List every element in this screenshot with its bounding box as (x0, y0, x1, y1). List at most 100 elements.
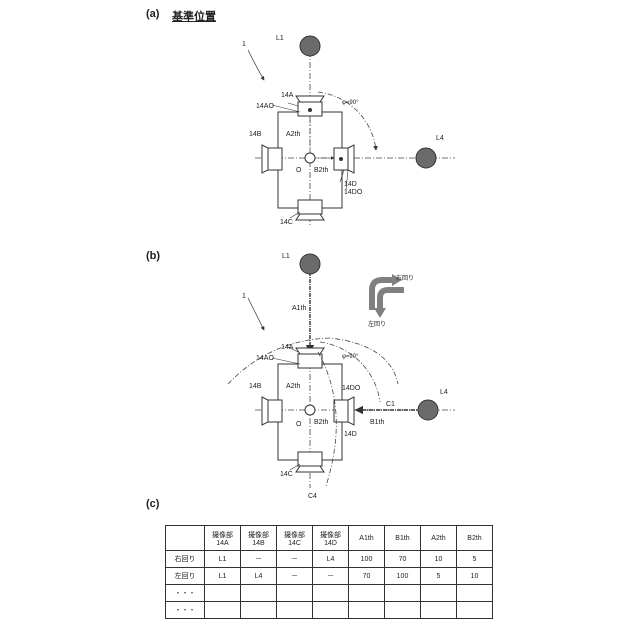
table-header-cell: A2th (421, 526, 457, 551)
label-14ao-b: 14AO (256, 355, 274, 362)
camera-14a-b (296, 348, 324, 368)
camera-14b-b (262, 397, 282, 425)
legend-left-turn: 左回り (368, 320, 386, 328)
label-origin-b: O (296, 421, 302, 428)
label-14b-a: 14B (249, 131, 262, 138)
camera-14b-a (262, 145, 282, 173)
table-cell (349, 585, 385, 602)
label-14d-b: 14D (344, 431, 357, 438)
label-14c-b: 14C (280, 471, 293, 478)
rotation-arc-b (320, 342, 380, 402)
table-cell (313, 585, 349, 602)
label-14d-a: 14D (344, 181, 357, 188)
table-cell: 100 (385, 568, 421, 585)
panel-b-label: (b) (146, 250, 160, 262)
table-cell (277, 602, 313, 619)
panel-a-diagram: 1 L1 L4 14A 14AO 14B A2th O B2th 14D 14D… (242, 35, 455, 226)
table-cell (457, 585, 493, 602)
table-cell: 100 (349, 551, 385, 568)
table-cell: L4 (313, 551, 349, 568)
label-a2th-a: A2th (286, 131, 301, 138)
table-cell (421, 602, 457, 619)
table-row: ・・・ (166, 585, 493, 602)
table-cell (457, 602, 493, 619)
ref-a: 1 (242, 41, 246, 48)
row-label: ・・・ (166, 602, 205, 619)
label-origin-a: O (296, 167, 302, 174)
panel-c-label: (c) (146, 498, 159, 510)
table-row: ・・・ (166, 602, 493, 619)
label-b1th: B1th (370, 419, 385, 426)
label-l4-b: L4 (440, 389, 448, 396)
table-cell (241, 585, 277, 602)
table-cell (205, 602, 241, 619)
origin-marker-a (305, 153, 315, 163)
table-cell (349, 602, 385, 619)
row-label: 左回り (166, 568, 205, 585)
table-cell: 70 (385, 551, 421, 568)
label-14a-a: 14A (281, 92, 294, 99)
table-cell: 10 (457, 568, 493, 585)
label-l4-a: L4 (436, 135, 444, 142)
table-header-cell: B1th (385, 526, 421, 551)
light-l4-a (416, 148, 436, 168)
label-14b-b: 14B (249, 383, 262, 390)
light-l4-b (418, 400, 438, 420)
table-cell: L1 (205, 551, 241, 568)
light-l1-b (300, 254, 320, 274)
table-cell (241, 602, 277, 619)
table-cell: － (241, 551, 277, 568)
panel-b-diagram: 1 L1 L4 A1th B1th C1 C4 14A 14AO 14B A2t… (228, 253, 455, 500)
origin-marker-b (305, 405, 315, 415)
table-cell: 5 (421, 568, 457, 585)
label-l1-a: L1 (276, 35, 284, 42)
camera-14c-a (296, 200, 324, 220)
label-b2th-a: B2th (314, 167, 329, 174)
table-header-cell: A1th (349, 526, 385, 551)
table-header-cell: B2th (457, 526, 493, 551)
table-cell: 10 (421, 551, 457, 568)
table-cell: － (277, 551, 313, 568)
label-14do-b: 14DO (342, 385, 361, 392)
table-cell (421, 585, 457, 602)
table-header-cell: 撮像部 14B (241, 526, 277, 551)
table-cell: L1 (205, 568, 241, 585)
table-cell (205, 585, 241, 602)
table-cell (385, 602, 421, 619)
label-14a-b: 14A (281, 344, 294, 351)
light-l1-a (300, 36, 320, 56)
camera-14d-a (334, 145, 354, 173)
row-label: ・・・ (166, 585, 205, 602)
label-a2th-b: A2th (286, 383, 301, 390)
table-row: 左回り L1 L4 － － 70 100 5 10 (166, 568, 493, 585)
table-cell: L4 (241, 568, 277, 585)
label-14do-a: 14DO (344, 189, 363, 196)
label-phi-a: φ=90° (342, 100, 359, 106)
table-cell: 5 (457, 551, 493, 568)
label-c1: C1 (386, 401, 395, 408)
table-cell: 70 (349, 568, 385, 585)
label-a1th: A1th (292, 305, 307, 312)
table-cell: － (277, 568, 313, 585)
label-b2th-b: B2th (314, 419, 329, 426)
label-l1-b: L1 (282, 253, 290, 260)
table-header-cell: 撮像部 14C (277, 526, 313, 551)
label-c4: C4 (308, 493, 317, 500)
camera-14a-a (296, 96, 324, 116)
table-header-row: 撮像部 14A 撮像部 14B 撮像部 14C 撮像部 14D A1th B1t… (166, 526, 493, 551)
table-cell (313, 602, 349, 619)
camera-14c-b (296, 452, 324, 472)
label-phi-b: φ=90° (342, 354, 359, 360)
row-label: 右回り (166, 551, 205, 568)
table-cell (385, 585, 421, 602)
table-header-cell: 撮像部 14D (313, 526, 349, 551)
ref-b: 1 (242, 293, 246, 300)
label-14ao-a: 14AO (256, 103, 274, 110)
table-cell: － (313, 568, 349, 585)
threshold-table: 撮像部 14A 撮像部 14B 撮像部 14C 撮像部 14D A1th B1t… (165, 525, 493, 619)
table-header-cell: 撮像部 14A (205, 526, 241, 551)
table-row: 右回り L1 － － L4 100 70 10 5 (166, 551, 493, 568)
label-14c-a: 14C (280, 219, 293, 226)
legend-right-turn: 右回り (396, 274, 414, 282)
table-cell (277, 585, 313, 602)
